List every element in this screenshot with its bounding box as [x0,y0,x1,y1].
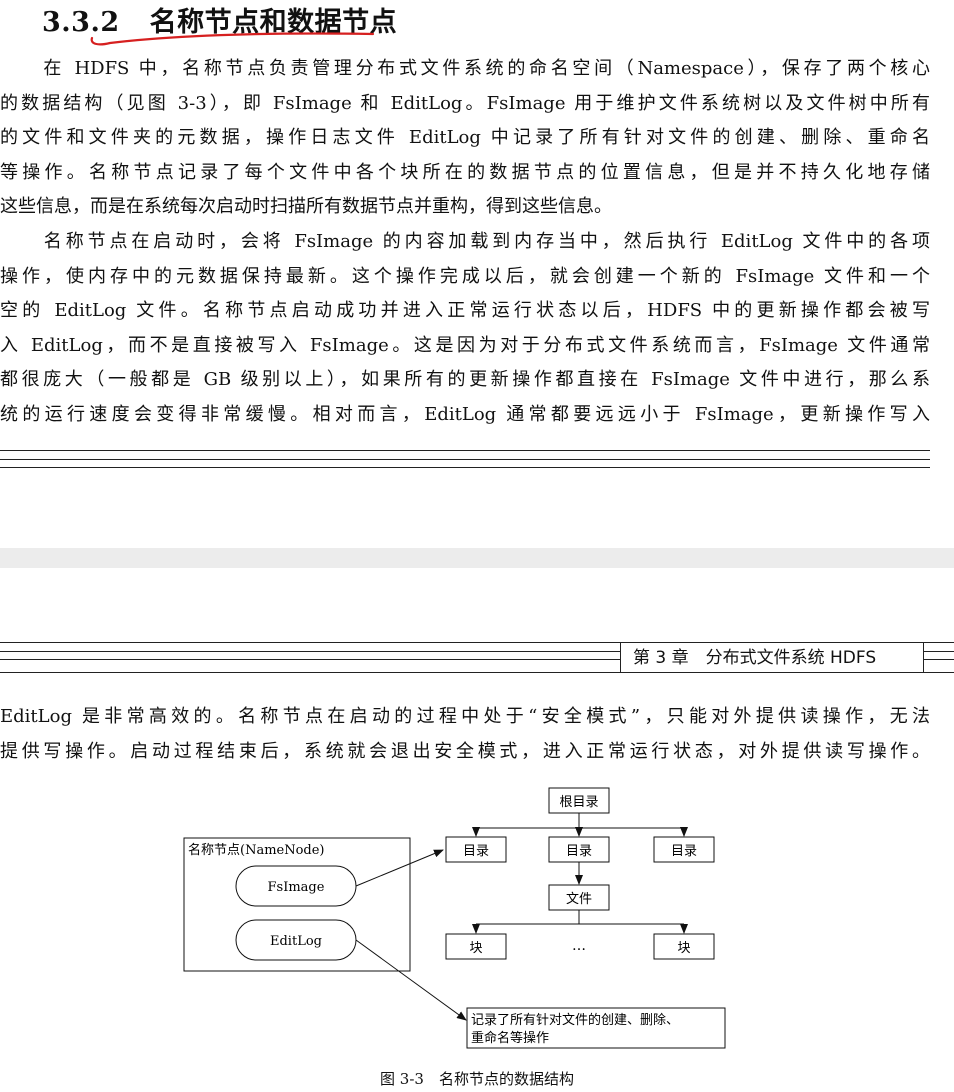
header-rule [924,651,954,652]
namenode-diagram: 名称节点(NameNode) FsImage EditLog 根目录 目录 目录… [183,787,726,1049]
block-label: 块 [469,941,482,956]
footer-rule [0,459,930,460]
namenode-label: 名称节点(NameNode) [188,842,325,858]
note-line-1: 记录了所有针对文件的创建、删除、 [471,1012,679,1028]
root-node [548,787,610,814]
paragraph-1: 在 HDFS 中，名称节点负责管理分布式文件系统的命名空间（Namespace）… [0,52,930,225]
block-label: 块 [677,941,690,956]
paragraph-2: 名称节点在启动时，会将 FsImage 的内容加载到内存当中，然后执行 Edit… [0,225,930,433]
file-label: 文件 [566,892,592,907]
note-box [466,1007,726,1049]
header-rule [924,659,954,660]
root-label: 根目录 [559,795,598,810]
para1-line: 的文件和文件夹的元数据，操作日志文件 EditLog 中记录了所有针对文件的创建… [0,127,930,149]
figure-caption: 图 3-3 名称节点的数据结构 [380,1070,574,1088]
para3-line: 提供写操作。启动过程结束后，系统就会退出安全模式，进入正常运行状态，对外提供读写… [0,740,930,762]
editlog-arrow [355,939,467,1021]
header-rule [0,642,954,643]
dir-node [445,836,507,863]
section-number: 3.3.2 [42,7,120,38]
running-header: 第 3 章 分布式文件系统 HDFS [620,642,924,672]
fsimage-arrow [355,849,444,887]
para3-line: EditLog 是非常高效的。名称节点在启动的过程中处于“安全模式”，只能对外提… [0,706,930,727]
header-rule [0,672,954,673]
dir-label: 目录 [566,844,592,859]
para2-line: 名称节点在启动时，会将 FsImage 的内容加载到内存当中，然后执行 Edit… [0,231,930,252]
dir-node [548,836,610,863]
note-line-2: 重命名等操作 [471,1030,549,1046]
para2-line: 入 EditLog，而不是直接被写入 FsImage。这是因为对于分布式文件系统… [0,334,930,356]
para1-line: 等操作。名称节点记录了每个文件中各个块所在的数据节点的位置信息，但是并不持久化地… [0,161,930,183]
handwritten-underline [90,32,375,46]
para2-line: 都很庞大（一般都是 GB 级别以上），如果所有的更新操作都直接在 FsImage… [0,369,930,391]
block-node [445,933,507,960]
footer-rule [0,467,930,468]
para1-line: 在 HDFS 中，名称节点负责管理分布式文件系统的命名空间（Namespace）… [0,58,930,79]
para1-line: 这些信息，而是在系统每次启动时扫描所有数据节点并重构，得到这些信息。 [0,196,612,218]
block-node [653,933,715,960]
header-rule [0,651,620,652]
paragraph-3: EditLog 是非常高效的。名称节点在启动的过程中处于“安全模式”，只能对外提… [0,700,930,769]
file-node [548,884,610,911]
dir-label: 目录 [671,844,697,859]
footer-rule [0,450,930,451]
para2-line: 操作，使内存中的元数据保持最新。这个操作完成以后，就会创建一个新的 FsImag… [0,265,930,287]
para1-line: 的数据结构（见图 3-3），即 FsImage 和 EditLog。FsImag… [0,92,930,114]
fsimage-label: FsImage [268,880,325,895]
dir-label: 目录 [463,844,489,859]
dir-node [653,836,715,863]
block-ellipsis: … [572,938,586,954]
para2-line: 统的运行速度会变得非常缓慢。相对而言，EditLog 通常都要远远小于 FsIm… [0,403,930,425]
editlog-label: EditLog [270,934,322,949]
underline-stroke [90,32,375,46]
header-rule [0,659,620,660]
para2-line: 空的 EditLog 文件。名称节点启动成功并进入正常运行状态以后，HDFS 中… [0,300,930,322]
page-gap [0,548,954,568]
figure-3-3: 名称节点(NameNode) FsImage EditLog 根目录 目录 目录… [0,770,954,1092]
